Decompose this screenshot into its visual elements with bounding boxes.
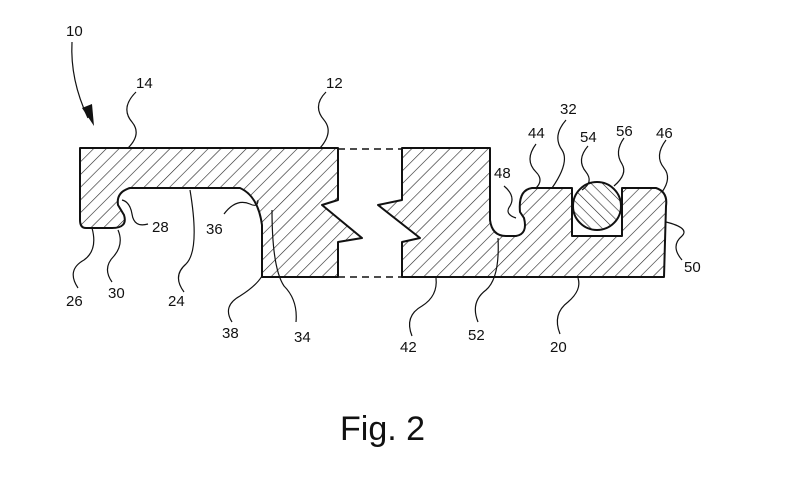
ref-26: 26 bbox=[66, 293, 83, 310]
ref-32: 32 bbox=[560, 101, 577, 118]
ref-54: 54 bbox=[580, 129, 597, 146]
leader-26 bbox=[72, 227, 95, 289]
ref-36: 36 bbox=[206, 221, 223, 238]
ref-30: 30 bbox=[108, 285, 125, 302]
figure-caption: Fig. 2 bbox=[340, 410, 425, 448]
leader-20 bbox=[556, 277, 580, 335]
leader-34 bbox=[271, 209, 297, 323]
leader-36 bbox=[223, 199, 259, 215]
leader-44 bbox=[529, 143, 541, 189]
leader-30 bbox=[106, 229, 121, 283]
leader-46 bbox=[658, 139, 669, 193]
leader-52 bbox=[474, 237, 499, 323]
ref-42: 42 bbox=[400, 339, 417, 356]
leader-14 bbox=[126, 91, 137, 149]
leader-54 bbox=[580, 145, 590, 191]
ref-20: 20 bbox=[550, 339, 567, 356]
leader-48 bbox=[503, 185, 517, 219]
sealing-bead bbox=[572, 181, 622, 231]
ref-50: 50 bbox=[684, 259, 701, 276]
ref-52: 52 bbox=[468, 327, 485, 344]
leader-56 bbox=[613, 137, 625, 187]
arrow-head-icon bbox=[82, 104, 94, 126]
ref-38: 38 bbox=[222, 325, 239, 342]
ref-48: 48 bbox=[494, 165, 511, 182]
ref-34: 34 bbox=[294, 329, 311, 346]
ref-44: 44 bbox=[528, 125, 545, 142]
ref-46: 46 bbox=[656, 125, 673, 142]
ref-12: 12 bbox=[326, 75, 343, 92]
leader-32 bbox=[551, 119, 567, 189]
ref-10: 10 bbox=[66, 23, 83, 40]
ref-56: 56 bbox=[616, 123, 633, 140]
leader-28 bbox=[121, 199, 149, 226]
leader-24 bbox=[177, 189, 195, 293]
ref-24: 24 bbox=[168, 293, 185, 310]
leader-38 bbox=[227, 275, 263, 323]
ref-28: 28 bbox=[152, 219, 169, 236]
ref-14: 14 bbox=[136, 75, 153, 92]
left-panel-section bbox=[79, 147, 363, 278]
leader-12 bbox=[317, 91, 329, 149]
leader-42 bbox=[409, 277, 437, 337]
right-panel-section bbox=[377, 147, 668, 278]
leader-50 bbox=[665, 221, 685, 261]
